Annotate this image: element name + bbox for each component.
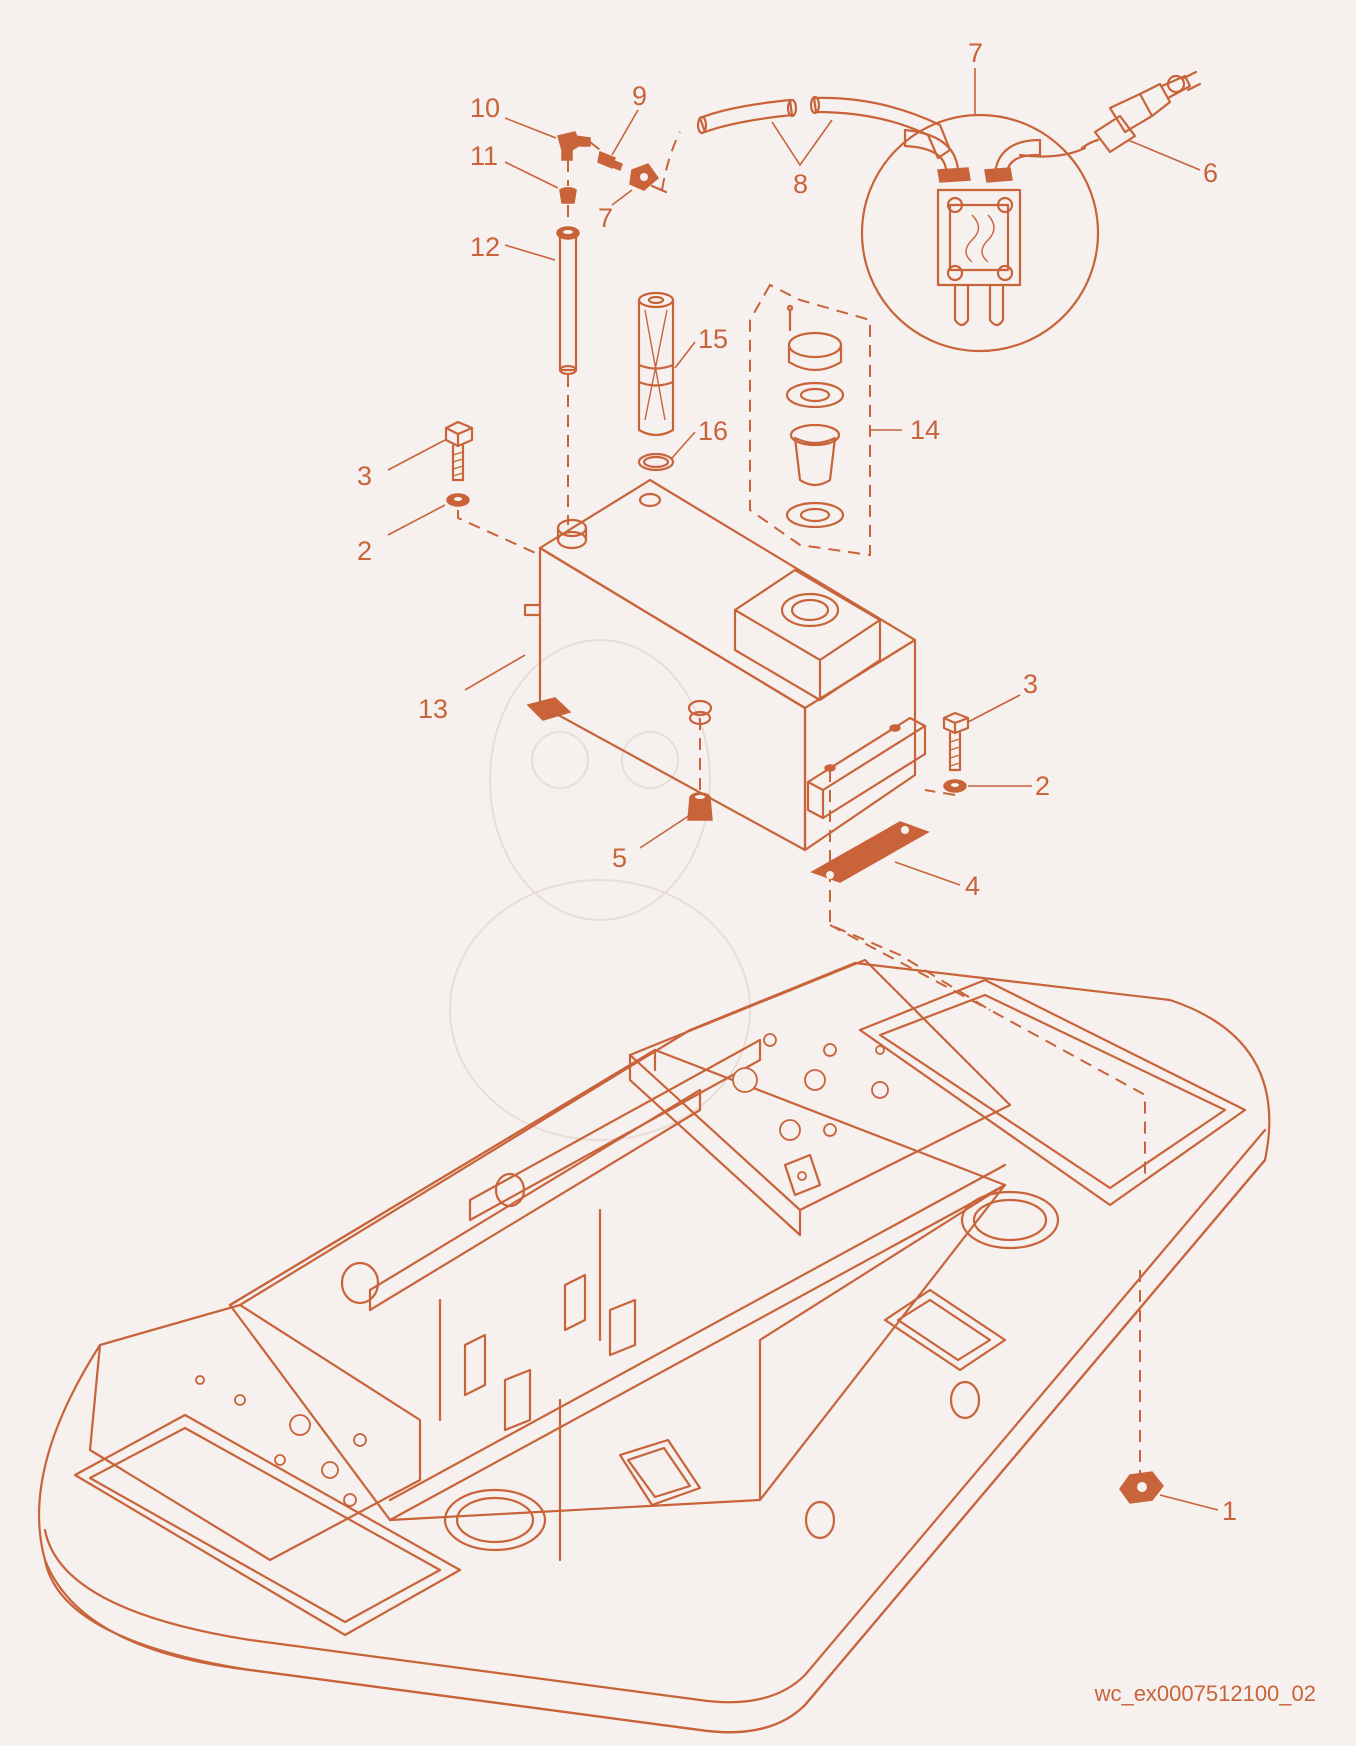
callout-13: 13 [418, 694, 448, 724]
right-window [858, 978, 1247, 1207]
frame-opening [228, 1048, 1007, 1522]
left-mount-plate [88, 1303, 422, 1562]
callout-2a: 2 [357, 536, 372, 566]
callout-10: 10 [470, 93, 500, 123]
callout-14: 14 [910, 415, 940, 445]
part-13-tank [523, 478, 927, 852]
callout-11: 11 [470, 141, 498, 171]
callout-8: 8 [793, 169, 808, 199]
callout-4: 4 [965, 871, 980, 901]
part-3-bolt-right [942, 711, 970, 772]
right-mount-block [628, 958, 1012, 1212]
left-round-port [443, 1488, 547, 1552]
callout-15: 15 [698, 324, 728, 354]
callout-5: 5 [612, 843, 627, 873]
callout-6: 6 [1203, 158, 1218, 188]
callout-16: 16 [698, 416, 728, 446]
right-round-port [960, 1190, 1060, 1250]
part-2-washer-left [446, 493, 470, 507]
frame-base-plate [37, 958, 1271, 1734]
part-2-washer-right [943, 779, 967, 793]
part-6-plug-cord [1080, 70, 1202, 154]
part-8-fuel-hose [661, 95, 952, 191]
part-3-bolt-left [444, 420, 474, 482]
part-5-drain-plug [687, 699, 713, 821]
part-9-connector [589, 141, 623, 171]
part-10-elbow-fitting [557, 131, 591, 161]
part-7-hose-clamp [629, 163, 668, 194]
part-1-nut [1119, 1471, 1164, 1504]
part-15-filter-element [637, 291, 675, 437]
watermark-figure [449, 639, 751, 1141]
part-11-ferrule [559, 187, 577, 204]
callout-3a: 3 [357, 461, 372, 491]
left-window [73, 1413, 462, 1637]
detail-quick-connector [860, 113, 1100, 353]
part-14-filler-cap-assembly [749, 283, 871, 557]
part-4-pad [810, 821, 930, 883]
callout-3b: 3 [1023, 669, 1038, 699]
part-12-pickup-tube [556, 226, 580, 376]
mesh-deck [37, 961, 1271, 1734]
callout-9: 9 [632, 81, 647, 111]
callout-1: 1 [1222, 1496, 1237, 1526]
callout-12: 12 [470, 232, 500, 262]
callout-2b: 2 [1035, 771, 1050, 801]
document-id: wc_ex0007512100_02 [1094, 1681, 1316, 1706]
callout-7b: 7 [968, 38, 983, 68]
part-16-o-ring [637, 452, 675, 472]
callout-7a: 7 [598, 203, 613, 233]
